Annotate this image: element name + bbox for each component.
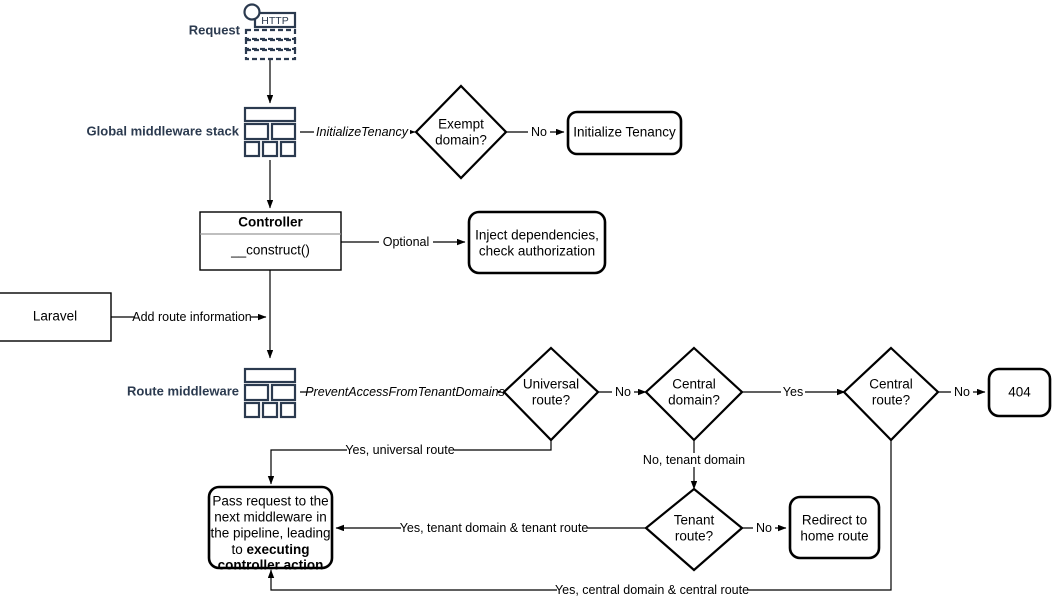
edge-label-tenant-route-no: No (756, 521, 772, 535)
decision-exempt-domain-line2: domain? (435, 133, 487, 148)
box-laravel: Laravel (0, 292, 112, 342)
class-controller-member: __construct() (230, 243, 310, 258)
decision-central-route: Central route? (842, 346, 940, 442)
process-initialize-tenancy-label: Initialize Tenancy (573, 125, 676, 140)
process-pass-request-line1: Pass request to the (212, 494, 328, 509)
http-icon-label: HTTP (261, 15, 288, 27)
lane-label-global-middleware-stack: Global middleware stack (87, 123, 240, 138)
decision-central-domain-line2: domain? (668, 393, 720, 408)
process-redirect-home-line1: Redirect to (802, 513, 867, 528)
decision-universal-route: Universal route? (502, 346, 600, 442)
process-redirect-home-line2: home route (800, 529, 868, 544)
class-controller-header: Controller (238, 215, 303, 230)
edge-label-bg (951, 385, 973, 399)
edge-label-bg (753, 521, 775, 535)
edge-label-bg (781, 385, 805, 399)
edge-label-bg (312, 385, 498, 399)
decision-central-domain: Central domain? (644, 346, 744, 442)
edge-label-initialize-tenancy: InitializeTenancy (316, 125, 409, 139)
edge-label-bg (401, 521, 587, 535)
decision-universal-route-line2: route? (532, 393, 570, 408)
process-404-label: 404 (1008, 385, 1031, 400)
edge-label-yes-universal-route: Yes, universal route (345, 443, 454, 457)
edge-label-universal-no: No (615, 385, 631, 399)
class-controller: Controller __construct() (199, 211, 342, 271)
decision-central-route-line2: route? (872, 393, 910, 408)
decision-tenant-route-line2: route? (675, 529, 713, 544)
http-request-icon: HTTP (243, 3, 297, 61)
decision-universal-route-line1: Universal (523, 377, 579, 392)
process-pass-request-line2: next middleware in (214, 510, 327, 525)
decision-exempt-domain-line1: Exempt (438, 117, 484, 132)
process-pass-request-line4: to executing (231, 542, 309, 557)
process-pass-request: Pass request to the next middleware in t… (207, 485, 334, 573)
process-pass-request-line5: controller action (218, 558, 324, 573)
edge-label-bg (314, 125, 410, 139)
process-pass-request-line3: the pipeline, leading (210, 526, 330, 541)
decision-tenant-route: Tenant route? (644, 487, 744, 572)
process-inject-dependencies: Inject dependencies, check authorization (467, 210, 607, 275)
edge-label-add-route-information: Add route information (132, 310, 252, 324)
process-initialize-tenancy: Initialize Tenancy (566, 110, 683, 156)
box-laravel-label: Laravel (33, 309, 77, 324)
edge-label-controller-optional: Optional (383, 235, 430, 249)
lane-label-request: Request (189, 22, 241, 37)
edge-label-bg (379, 235, 433, 249)
edge-label-bg (347, 443, 454, 457)
middleware-stack-icon-global (243, 106, 297, 158)
process-pass-request-line4-bold: executing (246, 542, 309, 557)
process-inject-dependencies-line2: check authorization (479, 244, 595, 259)
process-pass-request-line4-prefix: to (231, 542, 246, 557)
process-inject-dependencies-line1: Inject dependencies, (475, 228, 599, 243)
decision-central-domain-line1: Central (672, 377, 716, 392)
lane-label-route-middleware: Route middleware (127, 383, 239, 398)
edge-label-central-domain-yes: Yes (783, 385, 803, 399)
edge-label-exempt-no: No (531, 125, 547, 139)
edge-label-bg (612, 385, 634, 399)
decision-central-route-line1: Central (869, 377, 913, 392)
edge-label-bg (528, 125, 550, 139)
middleware-stack-icon-route (243, 367, 297, 419)
edge-label-no-tenant-domain: No, tenant domain (643, 453, 745, 467)
decision-exempt-domain: Exempt domain? (414, 84, 508, 180)
edge-label-prevent-access: PreventAccessFromTenantDomains (305, 385, 505, 399)
process-404: 404 (987, 367, 1052, 418)
edge-label-bg (557, 583, 747, 597)
decision-tenant-route-line1: Tenant (674, 513, 715, 528)
edge-label-bg (641, 453, 747, 467)
edge-label-central-route-no: No (954, 385, 970, 399)
edge-label-bg (134, 310, 251, 324)
edge-label-yes-central-domain-central-route: Yes, central domain & central route (555, 583, 749, 597)
process-redirect-home: Redirect to home route (788, 495, 881, 560)
edge-label-yes-tenant-domain-tenant-route: Yes, tenant domain & tenant route (400, 521, 589, 535)
